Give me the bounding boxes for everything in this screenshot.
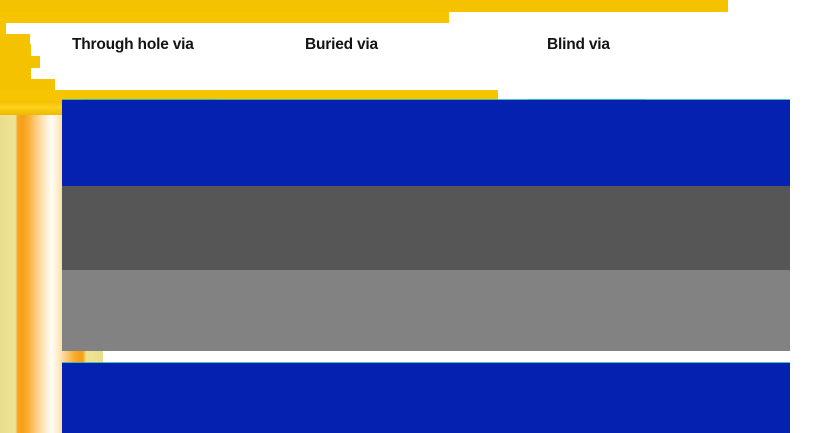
label-through-hole-via: Through hole via (72, 36, 194, 53)
label-buried-via: Buried via (305, 36, 378, 53)
inner-layer-2-pad-left (0, 44, 31, 56)
inner-layer-1-trace-tail (0, 23, 6, 34)
bottom-copper-plane (0, 0, 728, 12)
through-hole-via-pad-edge-line (82, 99, 217, 100)
layer-light-core (62, 270, 790, 351)
board-top-edge-line (62, 99, 790, 100)
label-blind-via: Blind via (547, 36, 610, 53)
layer-top-soldermask (62, 100, 790, 186)
inner-layer-1-trace (0, 12, 449, 23)
inner-layer-1-pad-left (0, 34, 30, 44)
inner-layer-2-pad-right (0, 56, 40, 68)
blind-via-pad-edge-line (528, 99, 645, 100)
inner-layer-3-pad-left (0, 68, 31, 79)
bottom-copper-edge-line (62, 362, 790, 363)
layer-bottom-soldermask (62, 363, 790, 433)
inner-layer-3-pad-right (0, 79, 55, 90)
inner-layer-3-trace (0, 90, 498, 101)
layer-dark-core (62, 186, 790, 270)
